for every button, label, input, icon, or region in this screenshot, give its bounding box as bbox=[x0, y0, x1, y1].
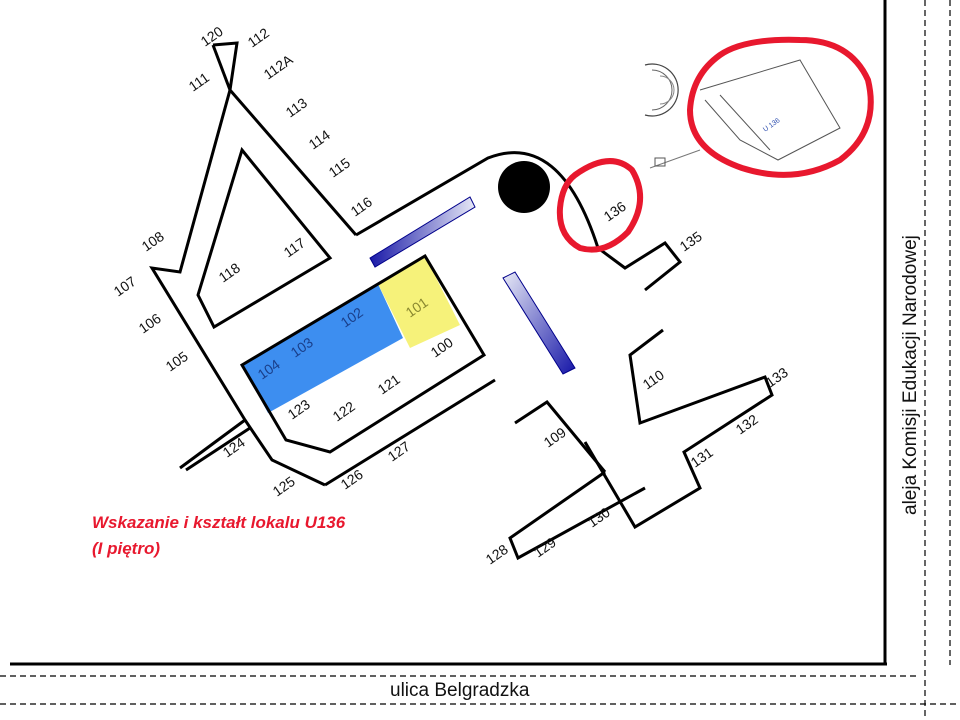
annotation-line-1: Wskazanie i kształt lokalu U136 bbox=[92, 513, 346, 532]
unit-label: 114 bbox=[306, 126, 334, 152]
unit-label: 107 bbox=[111, 273, 139, 300]
unit-label: 115 bbox=[326, 154, 354, 180]
unit-label: 124 bbox=[220, 434, 248, 461]
unit-label: 127 bbox=[385, 438, 413, 465]
unit-label: 126 bbox=[338, 466, 366, 493]
unit-label: 111 bbox=[186, 69, 213, 94]
annotation-note: Wskazanie i kształt lokalu U136 (I piętr… bbox=[92, 510, 345, 562]
highlight-yellow-101 bbox=[378, 256, 460, 348]
unit-label: 122 bbox=[330, 398, 358, 425]
inset-unit-label: U 136 bbox=[762, 117, 781, 134]
unit-label: 133 bbox=[763, 364, 791, 391]
building-walls bbox=[149, 41, 774, 561]
red-outline-136 bbox=[556, 158, 644, 253]
unit-highlights bbox=[242, 256, 460, 413]
unit-label: 121 bbox=[375, 371, 403, 398]
unit-label: 118 bbox=[216, 259, 244, 285]
unit-label: 105 bbox=[163, 348, 191, 375]
red-outline-inset bbox=[686, 36, 874, 178]
unit-label: 109 bbox=[541, 424, 569, 451]
unit-label: 117 bbox=[281, 234, 309, 260]
unit-label: 106 bbox=[136, 310, 164, 337]
unit-label: 113 bbox=[283, 94, 311, 120]
red-highlight-outlines bbox=[556, 36, 874, 253]
unit-label: 128 bbox=[483, 541, 511, 568]
street-label-bottom: ulica Belgradzka bbox=[390, 680, 530, 701]
walkway-bar-upper bbox=[369, 196, 476, 268]
unit-label: 132 bbox=[733, 411, 761, 438]
unit-label: 116 bbox=[348, 193, 376, 219]
inset-floor-sketch: U 136 bbox=[644, 59, 841, 169]
walkway-bar-lower bbox=[502, 271, 576, 375]
walkway-bars bbox=[369, 196, 576, 375]
unit-label: 110 bbox=[640, 366, 668, 392]
round-column-marker bbox=[498, 161, 550, 213]
unit-label: 112 bbox=[245, 24, 273, 50]
unit-label: 136 bbox=[601, 198, 629, 225]
highlight-blue-104-102 bbox=[242, 284, 403, 413]
street-label-right: aleja Komisji Edukacji Narodowej bbox=[900, 235, 921, 515]
unit-label: 108 bbox=[139, 228, 167, 255]
unit-label: 135 bbox=[677, 228, 705, 255]
unit-label: 125 bbox=[270, 473, 298, 500]
annotation-line-2: (I piętro) bbox=[92, 539, 160, 558]
unit-label: 112A bbox=[261, 51, 297, 83]
